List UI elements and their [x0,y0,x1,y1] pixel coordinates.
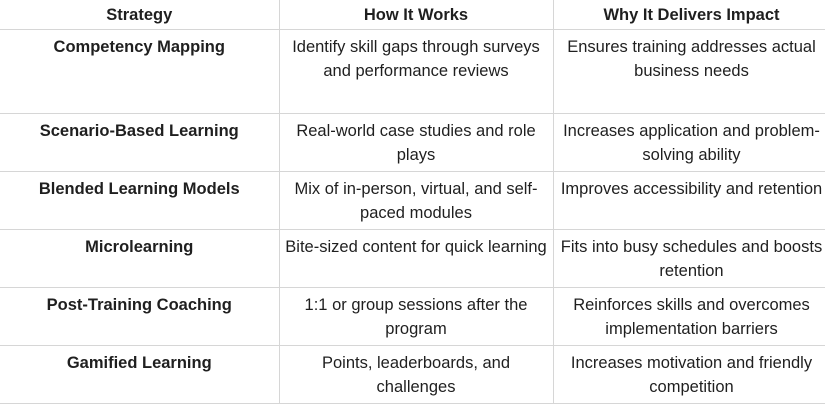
column-header-why-it-delivers-impact: Why It Delivers Impact [552,0,825,30]
impact-cell: Increases application and problem-solvin… [552,113,825,172]
how-it-works-cell: 1:1 or group sessions after the program [278,287,554,346]
impact-cell: Reinforces skills and overcomes implemen… [552,287,825,346]
table-row: Scenario-Based Learning Real-world case … [0,113,825,172]
impact-cell: Increases motivation and friendly compet… [552,345,825,404]
how-it-works-cell: Identify skill gaps through surveys and … [278,29,554,114]
how-it-works-cell: Mix of in-person, virtual, and self-pace… [278,171,554,230]
how-it-works-cell: Real-world case studies and role plays [278,113,554,172]
table-row: Competency Mapping Identify skill gaps t… [0,29,825,114]
impact-cell: Fits into busy schedules and boosts rete… [552,229,825,288]
strategy-cell: Microlearning [0,229,280,288]
table-row: Blended Learning Models Mix of in-person… [0,171,825,230]
strategy-cell: Blended Learning Models [0,171,280,230]
strategy-cell: Scenario-Based Learning [0,113,280,172]
how-it-works-cell: Bite-sized content for quick learning [278,229,554,288]
strategy-cell: Competency Mapping [0,29,280,114]
table-row: Gamified Learning Points, leaderboards, … [0,345,825,404]
column-header-how-it-works: How It Works [278,0,554,30]
table-row: Microlearning Bite-sized content for qui… [0,229,825,288]
column-header-strategy: Strategy [0,0,280,30]
header-row: Strategy How It Works Why It Delivers Im… [0,0,825,30]
strategy-cell: Post-Training Coaching [0,287,280,346]
impact-cell: Improves accessibility and retention [552,171,825,230]
how-it-works-cell: Points, leaderboards, and challenges [278,345,554,404]
strategy-cell: Gamified Learning [0,345,280,404]
table-row: Post-Training Coaching 1:1 or group sess… [0,287,825,346]
impact-cell: Ensures training addresses actual busine… [552,29,825,114]
